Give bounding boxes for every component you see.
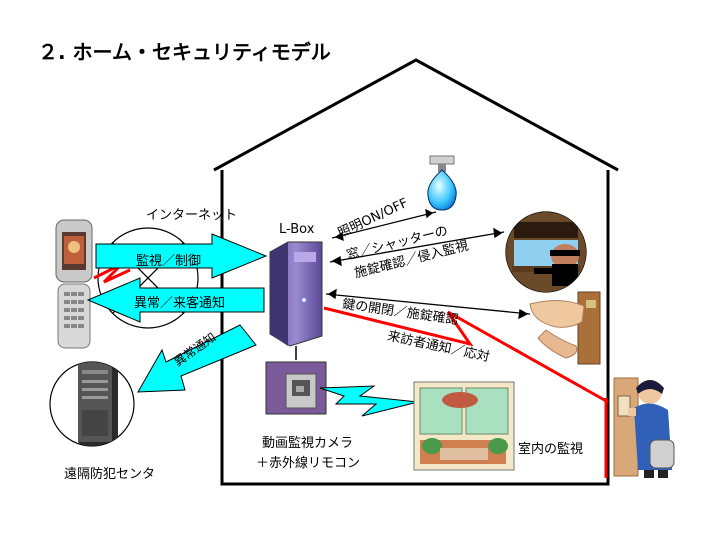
camera-label-1: 動画監視カメラ — [262, 436, 354, 451]
lightbulb-icon — [427, 155, 457, 211]
house-outline — [213, 58, 619, 486]
key-link — [325, 288, 531, 320]
lighting-link — [331, 208, 437, 242]
phone-signal-zigzag — [93, 262, 131, 284]
key-hand-icon — [529, 291, 601, 365]
burglar-window-icon — [505, 211, 587, 293]
anomaly-visitor-arrow[interactable] — [86, 277, 265, 323]
monitor-control-arrow[interactable] — [95, 233, 268, 279]
page-title: ２. ホーム・セキュリティモデル — [38, 40, 331, 64]
camera-label-2: ＋赤外線リモコン — [256, 456, 361, 471]
camera-device-icon[interactable] — [265, 361, 327, 415]
server-circle — [49, 361, 135, 447]
internet-label: インターネット — [146, 208, 238, 223]
window-link — [329, 227, 505, 267]
visitor-red-line — [323, 306, 609, 404]
lbox-label: L-Box — [279, 222, 315, 237]
anomaly-notice-arrow[interactable] — [137, 324, 257, 393]
monitor-control-label: 監視／制御 — [136, 254, 202, 269]
wireless-lightning-icon — [319, 385, 419, 417]
indoor-label: 室内の監視 — [518, 442, 584, 457]
visitor-person-icon — [613, 377, 675, 478]
anomaly-visitor-label: 異常／来客通知 — [134, 296, 226, 311]
center-label: 遠隔防犯センタ — [64, 467, 156, 482]
indoor-room-icon — [413, 381, 515, 471]
mobile-phone-icon — [55, 219, 93, 349]
lbox-device-icon[interactable] — [269, 241, 323, 347]
